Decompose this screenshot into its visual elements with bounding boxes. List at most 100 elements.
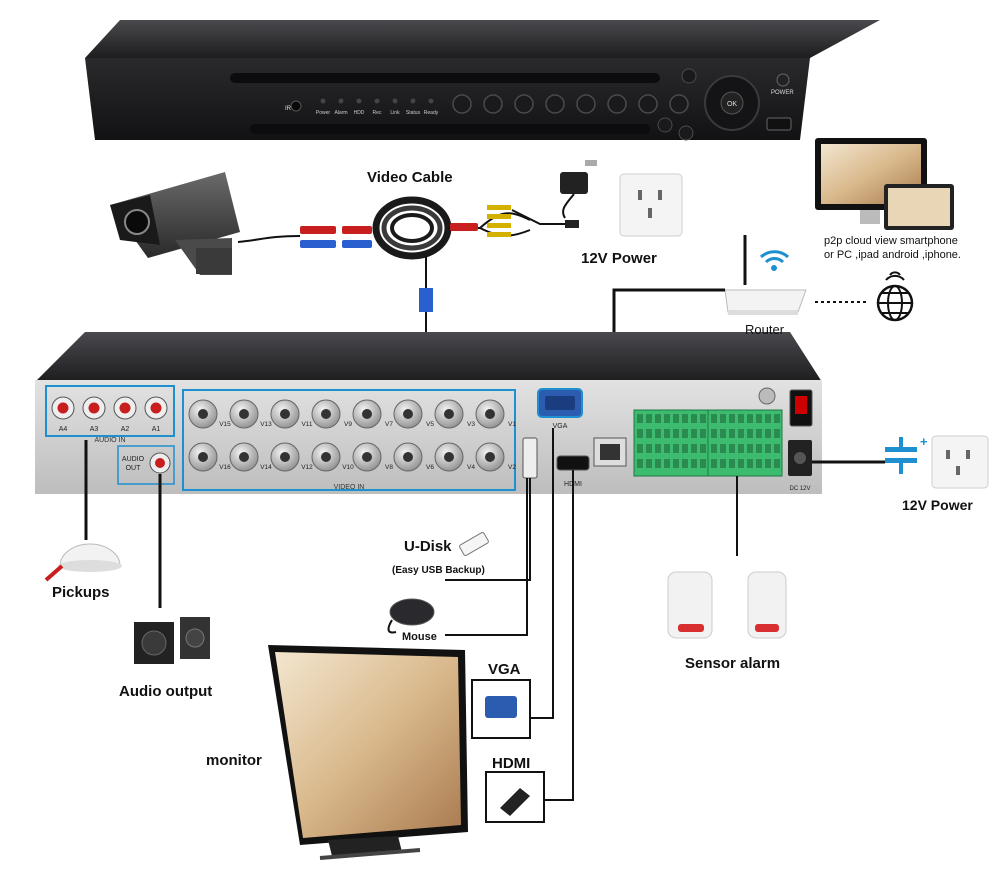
bnc-jack-blue bbox=[342, 240, 372, 248]
audio-out-label-2: OUT bbox=[126, 465, 142, 472]
front-function-button[interactable] bbox=[669, 94, 689, 114]
indicator-label: Rec bbox=[373, 110, 382, 116]
video-cable-label: Video Cable bbox=[367, 169, 453, 186]
vga-label: VGA bbox=[488, 661, 521, 678]
front-button-row bbox=[452, 68, 697, 141]
front-grille-top bbox=[230, 73, 660, 83]
audio-out-label-1: AUDIO bbox=[122, 456, 145, 463]
bnc-port-label: V1 bbox=[508, 421, 516, 428]
sensor-alarm-label: Sensor alarm bbox=[685, 655, 781, 672]
indicator-label: HDD bbox=[354, 110, 365, 116]
microphone-pickup bbox=[44, 543, 122, 582]
front-function-button[interactable] bbox=[681, 68, 697, 84]
bnc-port-label: V6 bbox=[426, 464, 434, 471]
indicator-led bbox=[392, 98, 398, 104]
y-splitter bbox=[487, 205, 579, 237]
cloud-line-2: or PC ,ipad android ,iphone. bbox=[824, 249, 961, 261]
cable-end-red bbox=[450, 223, 478, 231]
monitor-display bbox=[268, 645, 468, 860]
dvr-top-cover bbox=[85, 20, 880, 58]
hdmi-label: HDMI bbox=[492, 755, 531, 772]
indicator-label: Ready bbox=[424, 110, 439, 116]
globe-icon bbox=[876, 271, 914, 322]
wifi-icon bbox=[759, 250, 790, 264]
bnc-port-label: V10 bbox=[342, 464, 354, 471]
power-label: POWER bbox=[771, 90, 794, 96]
power-adapter-top bbox=[560, 160, 683, 237]
bnc-port-label: V7 bbox=[385, 421, 393, 428]
power-plug-red bbox=[300, 226, 336, 234]
cloud-line-1: p2p cloud view smartphone bbox=[824, 235, 958, 247]
front-usb-port[interactable] bbox=[766, 117, 792, 131]
hdmi-port[interactable] bbox=[556, 455, 590, 471]
bnc-port-label: V14 bbox=[260, 464, 272, 471]
camera-wire bbox=[237, 235, 301, 243]
indicator-label: Alarm bbox=[334, 110, 347, 116]
audio-in-port-label: A4 bbox=[59, 426, 68, 433]
bnc-port-label: V13 bbox=[260, 421, 272, 428]
hdmi-connector-icon bbox=[500, 788, 530, 816]
indicator-led bbox=[356, 98, 362, 104]
front-function-button[interactable] bbox=[678, 125, 694, 141]
audio-in-port-label: A3 bbox=[90, 426, 99, 433]
bnc-port-label: V12 bbox=[301, 464, 313, 471]
ground-screw bbox=[758, 387, 776, 405]
bnc-port-label: V4 bbox=[467, 464, 475, 471]
front-function-button[interactable] bbox=[514, 94, 534, 114]
audio-in-port-label: A2 bbox=[121, 426, 130, 433]
audio-in-highlight bbox=[45, 385, 175, 437]
indicator-label: Link bbox=[390, 110, 400, 116]
indicator-led bbox=[338, 98, 344, 104]
mouse-line bbox=[445, 478, 528, 636]
front-function-button[interactable] bbox=[483, 94, 503, 114]
dc-power-symbol: + bbox=[885, 434, 928, 474]
vga-cable bbox=[530, 428, 554, 719]
power-button[interactable] bbox=[776, 73, 790, 87]
front-function-button[interactable] bbox=[607, 94, 627, 114]
udisk-sub-label: (Easy USB Backup) bbox=[392, 565, 485, 576]
pickups-label: Pickups bbox=[52, 584, 110, 601]
mouse-label: Mouse bbox=[402, 631, 437, 643]
nav-ok-button[interactable] bbox=[720, 91, 744, 115]
udisk-line bbox=[445, 478, 531, 581]
monitor-label: monitor bbox=[206, 752, 262, 769]
bnc-port-label: V9 bbox=[344, 421, 352, 428]
bnc-port-label: V11 bbox=[301, 421, 312, 428]
front-function-button[interactable] bbox=[545, 94, 565, 114]
router-label: Router bbox=[745, 322, 785, 337]
router-device bbox=[724, 235, 807, 315]
indicator-led bbox=[374, 98, 380, 104]
front-function-button[interactable] bbox=[452, 94, 472, 114]
cctv-camera bbox=[110, 172, 240, 275]
front-grille-bottom bbox=[250, 124, 650, 134]
bnc-plug-blue bbox=[300, 240, 336, 248]
bnc-port-label: V16 bbox=[219, 464, 231, 471]
mouse-icon bbox=[387, 598, 435, 634]
audio-in-port-label: A1 bbox=[152, 426, 161, 433]
back-usb-port[interactable] bbox=[522, 437, 538, 479]
video-in-label: VIDEO IN bbox=[334, 484, 365, 491]
vga-port-label: VGA bbox=[553, 423, 568, 430]
dc-12v-label: DC 12V bbox=[789, 486, 810, 492]
svg-text:+: + bbox=[920, 434, 928, 449]
wall-socket-right bbox=[931, 435, 989, 489]
ir-label: IR bbox=[285, 106, 292, 112]
camera-mount bbox=[196, 248, 232, 274]
bnc-port-label: V3 bbox=[467, 421, 475, 428]
alarm-terminal-group bbox=[633, 409, 783, 477]
wall-socket-top bbox=[619, 173, 683, 237]
front-function-button[interactable] bbox=[638, 94, 658, 114]
indicator-led bbox=[428, 98, 434, 104]
nav-ok-label: OK bbox=[727, 101, 737, 108]
audio-out-highlight bbox=[117, 445, 175, 485]
power-right-label: 12V Power bbox=[902, 497, 973, 513]
indicator-led bbox=[320, 98, 326, 104]
bnc-port-label: V8 bbox=[385, 464, 393, 471]
front-function-button[interactable] bbox=[657, 117, 673, 133]
audio-in-label: AUDIO IN bbox=[94, 437, 125, 444]
front-function-button[interactable] bbox=[576, 94, 596, 114]
